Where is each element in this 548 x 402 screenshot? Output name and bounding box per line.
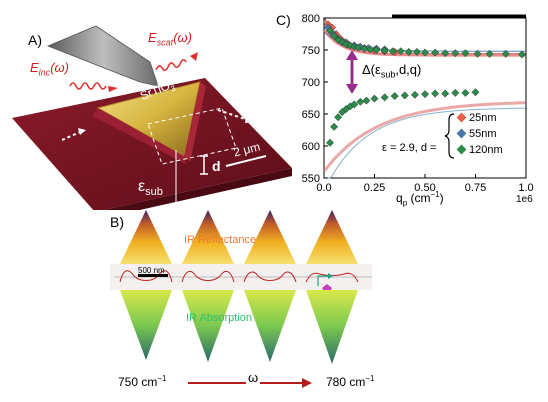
x-axis-label: qp (cm−1) [396, 190, 444, 208]
thickness-label: d [212, 158, 221, 174]
afm-tip [46, 25, 159, 87]
epsilon-annotation: ε = 2.9, d = [382, 142, 437, 154]
ir-absorption-label: IR Absorption [186, 312, 253, 324]
data-point-120nm-3-8 [362, 96, 371, 105]
data-point-120nm-3-11 [390, 92, 399, 101]
y-tick-label-700: 700 [302, 77, 320, 89]
data-point-120nm-2-7 [354, 43, 363, 52]
reflectance-map-3 [244, 210, 296, 264]
data-point-120nm-3-15 [431, 89, 440, 98]
reflectance-map-2 [182, 210, 234, 264]
absorption-map-3 [244, 290, 296, 362]
data-point-120nm-2-23 [501, 49, 510, 58]
data-point-120nm-2-12 [388, 47, 397, 56]
panel-c-label: C) [276, 12, 291, 28]
reflectance-map-4 [306, 210, 358, 264]
scale-bar-label-b: 500 nm [138, 266, 165, 275]
y-tick-label-750: 750 [302, 45, 320, 57]
data-point-120nm-3-9 [370, 94, 379, 103]
x-tick-label-1.0: 1.0 [518, 182, 533, 194]
reflectance-map-1 [120, 210, 172, 264]
data-point-120nm-2-19 [451, 49, 460, 58]
legend-item-25nm: 25nm [456, 112, 497, 124]
legend-item-55nm: 55nm [456, 128, 497, 140]
incident-wave [69, 82, 107, 90]
data-point-120nm-3-19 [471, 88, 480, 97]
legend-marker-55nm [456, 128, 467, 139]
dispersion-chart: 550 600 650 700 750 800 0.0 0.25 0.50 0.75 1.0 [302, 13, 534, 194]
panel-b-maps [110, 210, 372, 364]
data-point-120nm-2-16 [421, 48, 429, 57]
omega-end-label: 780 cm−1 [326, 374, 375, 389]
x-axis-multiplier: 1e6 [516, 194, 533, 205]
ir-reflectance-label: IR Reflectance [184, 234, 257, 246]
scattered-wave [155, 59, 187, 71]
data-point-120nm-2-1 [330, 31, 339, 40]
data-point-120nm-3-12 [400, 91, 409, 100]
legend-item-120nm: 120nm [456, 144, 503, 156]
data-point-120nm-2-21 [473, 49, 482, 58]
y-tick-label-550: 550 [302, 173, 320, 185]
omega-label: ω [246, 370, 261, 385]
delta-annotation: Δ(εsub,d,q) [362, 62, 422, 80]
profile-line-3 [243, 271, 297, 283]
panel-a-illustration [12, 25, 292, 210]
delta-arrow-head-down [346, 84, 358, 94]
legend-marker-120nm [456, 144, 467, 155]
y-tick-label-800: 800 [302, 13, 320, 25]
e-inc-label: Einc(ω) [30, 60, 69, 78]
data-point-120nm-2-13 [396, 47, 405, 56]
y-tick-label-600: 600 [302, 141, 320, 153]
data-point-120nm-2-20 [461, 49, 470, 58]
x-tick-label-0.50: 0.50 [414, 182, 435, 194]
absorption-map-4 [306, 290, 358, 364]
data-point-120nm-3-6 [350, 100, 359, 109]
data-point-120nm-3-1 [330, 122, 339, 131]
data-point-120nm-2-15 [412, 47, 421, 56]
panel-b-label: B) [110, 214, 124, 230]
profile-line-1 [119, 270, 173, 283]
e-scat-label: Escat(ω) [148, 30, 192, 48]
model-curve-4 [323, 101, 526, 172]
absorption-map-1 [120, 290, 172, 360]
data-point-120nm-2-14 [404, 47, 413, 56]
data-point-120nm-2-24 [518, 50, 526, 59]
x-tick-label-0.0: 0.0 [316, 182, 331, 194]
model-curve-5 [324, 107, 526, 179]
substrate-label: εsub [138, 178, 163, 199]
data-point-120nm-3-13 [410, 90, 419, 99]
data-point-120nm-3-10 [380, 93, 389, 102]
data-point-120nm-3-2 [334, 113, 343, 122]
x-tick-label-0.25: 0.25 [364, 182, 385, 194]
data-point-120nm-3-7 [356, 97, 365, 106]
panel-a-label: A) [28, 32, 42, 48]
selection-box [147, 107, 237, 165]
legend-marker-25nm [456, 112, 467, 123]
data-point-120nm-2-8 [360, 44, 369, 53]
data-point-120nm-2-10 [372, 46, 381, 54]
data-point-120nm-3-14 [421, 90, 429, 99]
data-point-120nm-2-11 [380, 46, 389, 55]
omega-start-label: 750 cm−1 [118, 374, 167, 389]
data-point-120nm-2-18 [441, 49, 450, 58]
data-point-120nm-3-0 [326, 138, 335, 147]
data-point-120nm-3-16 [441, 89, 450, 98]
data-point-120nm-3-18 [461, 88, 470, 97]
data-point-120nm-2-0 [326, 26, 335, 35]
absorption-map-2 [182, 290, 234, 362]
delta-arrow-head-up [346, 50, 358, 60]
data-point-120nm-3-17 [451, 88, 460, 97]
data-point-120nm-2-9 [366, 45, 375, 54]
data-point-120nm-2-22 [485, 49, 494, 58]
data-point-120nm-2-17 [431, 48, 440, 57]
profile-line-2 [181, 271, 235, 283]
x-tick-label-0.75: 0.75 [465, 182, 486, 194]
y-tick-label-650: 650 [302, 109, 320, 121]
legend-brace [444, 113, 455, 159]
